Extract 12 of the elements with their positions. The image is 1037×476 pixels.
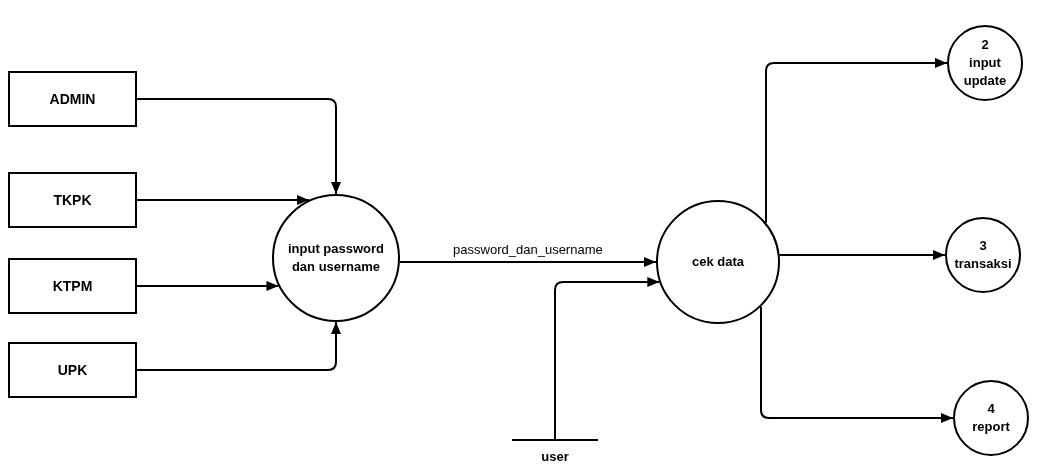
- entity-box: TKPK: [8, 172, 137, 228]
- entity-box: KTPM: [8, 258, 137, 314]
- arrow: [136, 321, 341, 371]
- data-store: user: [512, 439, 598, 469]
- arrow: [760, 305, 954, 423]
- arrow: [136, 281, 280, 291]
- arrow: [765, 58, 948, 224]
- arrow: [136, 195, 310, 205]
- arrow: [554, 277, 661, 440]
- arrow: [136, 98, 341, 195]
- entity-box: UPK: [8, 342, 137, 398]
- entity-box: ADMIN: [8, 71, 137, 127]
